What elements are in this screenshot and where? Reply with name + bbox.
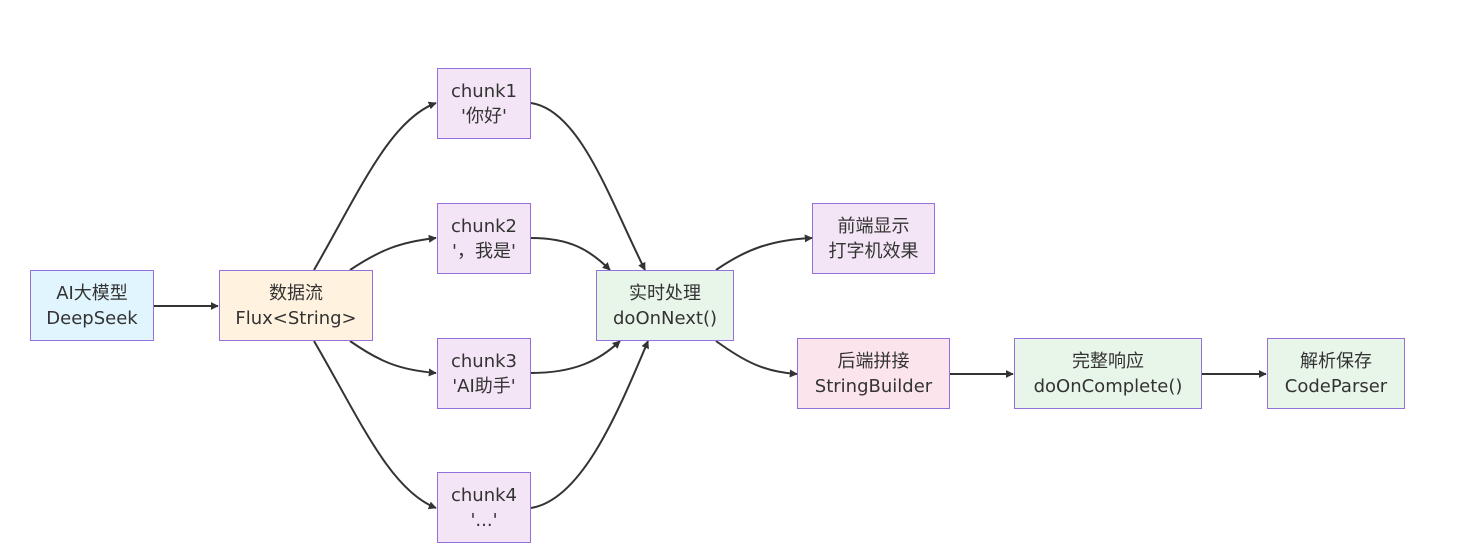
node-chunk4-line2: '...' (470, 509, 498, 531)
edge-flux-to-chunk2 (349, 234, 437, 271)
node-data-stream-line1: 数据流 (269, 282, 323, 304)
node-parse-save: 解析保存 CodeParser (1267, 338, 1405, 409)
edge-chunk4-to-realtime (530, 340, 649, 509)
node-realtime-processing-line1: 实时处理 (629, 282, 701, 304)
node-chunk4: chunk4 '...' (437, 472, 531, 543)
node-parse-save-line2: CodeParser (1284, 375, 1388, 397)
node-complete-response-line2: doOnComplete() (1033, 375, 1183, 397)
node-chunk2-line1: chunk2 (451, 215, 517, 237)
node-frontend-display-line2: 打字机效果 (828, 240, 919, 262)
edge-realtime-to-backend (715, 340, 798, 378)
edges-layer (154, 101, 1267, 510)
edge-chunk1-to-realtime (530, 102, 646, 271)
node-frontend-display: 前端显示 打字机效果 (812, 203, 935, 274)
node-chunk2-line2: '，我是' (452, 240, 516, 262)
node-realtime-processing: 实时处理 doOnNext() (596, 270, 734, 341)
node-chunk2: chunk2 '，我是' (437, 203, 531, 274)
node-ai-model-line1: AI大模型 (56, 282, 128, 304)
edge-chunk2-to-realtime (530, 237, 611, 271)
node-ai-model-line2: DeepSeek (46, 307, 138, 329)
node-chunk1-line2: '你好' (461, 105, 507, 127)
node-data-stream: 数据流 Flux<String> (219, 270, 373, 341)
node-data-stream-line2: Flux<String> (235, 307, 357, 329)
node-chunk1-line1: chunk1 (451, 80, 517, 102)
edge-chunk3-to-realtime (530, 340, 621, 374)
node-chunk3-line1: chunk3 (451, 350, 517, 372)
node-chunk3-line2: 'AI助手' (452, 375, 516, 397)
node-realtime-processing-line2: doOnNext() (613, 307, 717, 329)
node-backend-concat: 后端拼接 StringBuilder (797, 338, 950, 409)
node-chunk3: chunk3 'AI助手' (437, 338, 531, 409)
node-backend-concat-line1: 后端拼接 (837, 350, 910, 372)
edge-flux-to-chunk4 (313, 340, 437, 510)
edge-realtime-to-frontend (715, 234, 813, 271)
node-ai-model: AI大模型 DeepSeek (30, 270, 154, 341)
edge-flux-to-chunk1 (313, 101, 437, 271)
node-complete-response: 完整响应 doOnComplete() (1014, 338, 1202, 409)
edge-flux-to-chunk3 (349, 340, 437, 377)
node-complete-response-line1: 完整响应 (1072, 350, 1144, 372)
node-backend-concat-line2: StringBuilder (814, 375, 933, 397)
node-parse-save-line1: 解析保存 (1300, 350, 1372, 372)
node-chunk4-line1: chunk4 (451, 484, 517, 506)
node-frontend-display-line1: 前端显示 (837, 215, 910, 237)
node-chunk1: chunk1 '你好' (437, 68, 531, 139)
